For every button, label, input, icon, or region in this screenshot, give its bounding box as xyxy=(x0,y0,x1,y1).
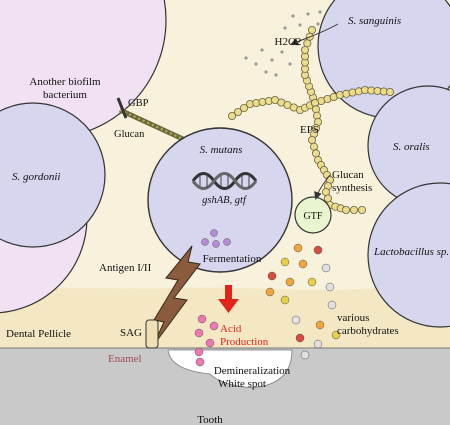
lactobacillus-cell xyxy=(367,182,450,328)
eps-bead xyxy=(300,46,309,55)
production-label: Production xyxy=(220,336,269,348)
carbohydrates-line1: various xyxy=(337,312,369,324)
glucan-synthesis-line1: Glucan xyxy=(332,169,364,181)
eps-bead xyxy=(349,205,358,214)
white-spot-label: White spot xyxy=(218,378,266,390)
eps-bead xyxy=(309,142,318,151)
acid-molecules xyxy=(194,314,219,367)
s-oralis-label: S. oralis xyxy=(393,141,430,153)
lactobacillus-label: Lactobacillus sp. xyxy=(373,246,449,258)
acid-label: Acid xyxy=(220,323,242,335)
gbp-label: GBP xyxy=(128,98,149,109)
gtf-label: GTF xyxy=(304,211,323,222)
eps-bead xyxy=(321,187,330,196)
eps-bead xyxy=(323,194,332,203)
carbohydrates-line2: carbohydrates xyxy=(337,325,399,337)
dental-pellicle-label: Dental Pellicle xyxy=(6,328,71,340)
genes-label: gshAB, gtf xyxy=(202,195,248,206)
eps-bead xyxy=(303,39,312,48)
s-gordonii-label: S. gordonii xyxy=(12,171,61,183)
eps-bead xyxy=(307,135,316,144)
s-mutans-label: S. mutans xyxy=(200,144,243,156)
eps-bead xyxy=(385,88,394,97)
another-biofilm-label: Another biofilm xyxy=(29,76,101,88)
eps-bead xyxy=(307,25,316,34)
eps-label: EPS xyxy=(300,124,319,136)
sag-receptor xyxy=(145,319,159,349)
eps-bead xyxy=(341,205,350,214)
fermentation-metabolites xyxy=(201,229,231,248)
h2o2-molecules xyxy=(244,10,322,77)
glucan-synthesis-line2: synthesis xyxy=(332,182,372,194)
eps-bead xyxy=(233,108,242,117)
carbohydrate-molecules xyxy=(265,243,341,360)
antigen-label: Antigen I/II xyxy=(99,262,152,274)
eps-bead xyxy=(311,149,320,158)
enamel-label: Enamel xyxy=(108,353,142,365)
eps-bead xyxy=(357,205,366,214)
eps-bead xyxy=(239,104,248,113)
s-gordonii-cell xyxy=(0,102,106,248)
demineralization-label: Demineralization xyxy=(214,365,291,377)
glucan-strand-texture xyxy=(119,109,197,146)
h2o2-release-arrow-icon xyxy=(290,23,339,46)
gbp-receptor xyxy=(116,97,128,119)
eps-bead xyxy=(227,112,236,121)
dna-double-helix-icon xyxy=(191,172,258,190)
bacterium-label: bacterium xyxy=(43,89,87,101)
sag-label: SAG xyxy=(120,327,142,339)
tooth-label: Tooth xyxy=(197,414,223,425)
s-mutans-cell xyxy=(147,127,293,273)
s-sanguinis-label: S. sanguinis xyxy=(348,15,401,27)
glucan-label: Glucan xyxy=(114,129,145,140)
h2o2-label: H2O2 xyxy=(275,36,302,48)
down-arrow-icon xyxy=(218,285,239,313)
eps-bead xyxy=(311,105,320,114)
glucan-synthesis-arrow xyxy=(314,174,331,200)
fermentation-label: Fermentation xyxy=(203,253,262,265)
gtf-enzyme xyxy=(294,196,332,234)
